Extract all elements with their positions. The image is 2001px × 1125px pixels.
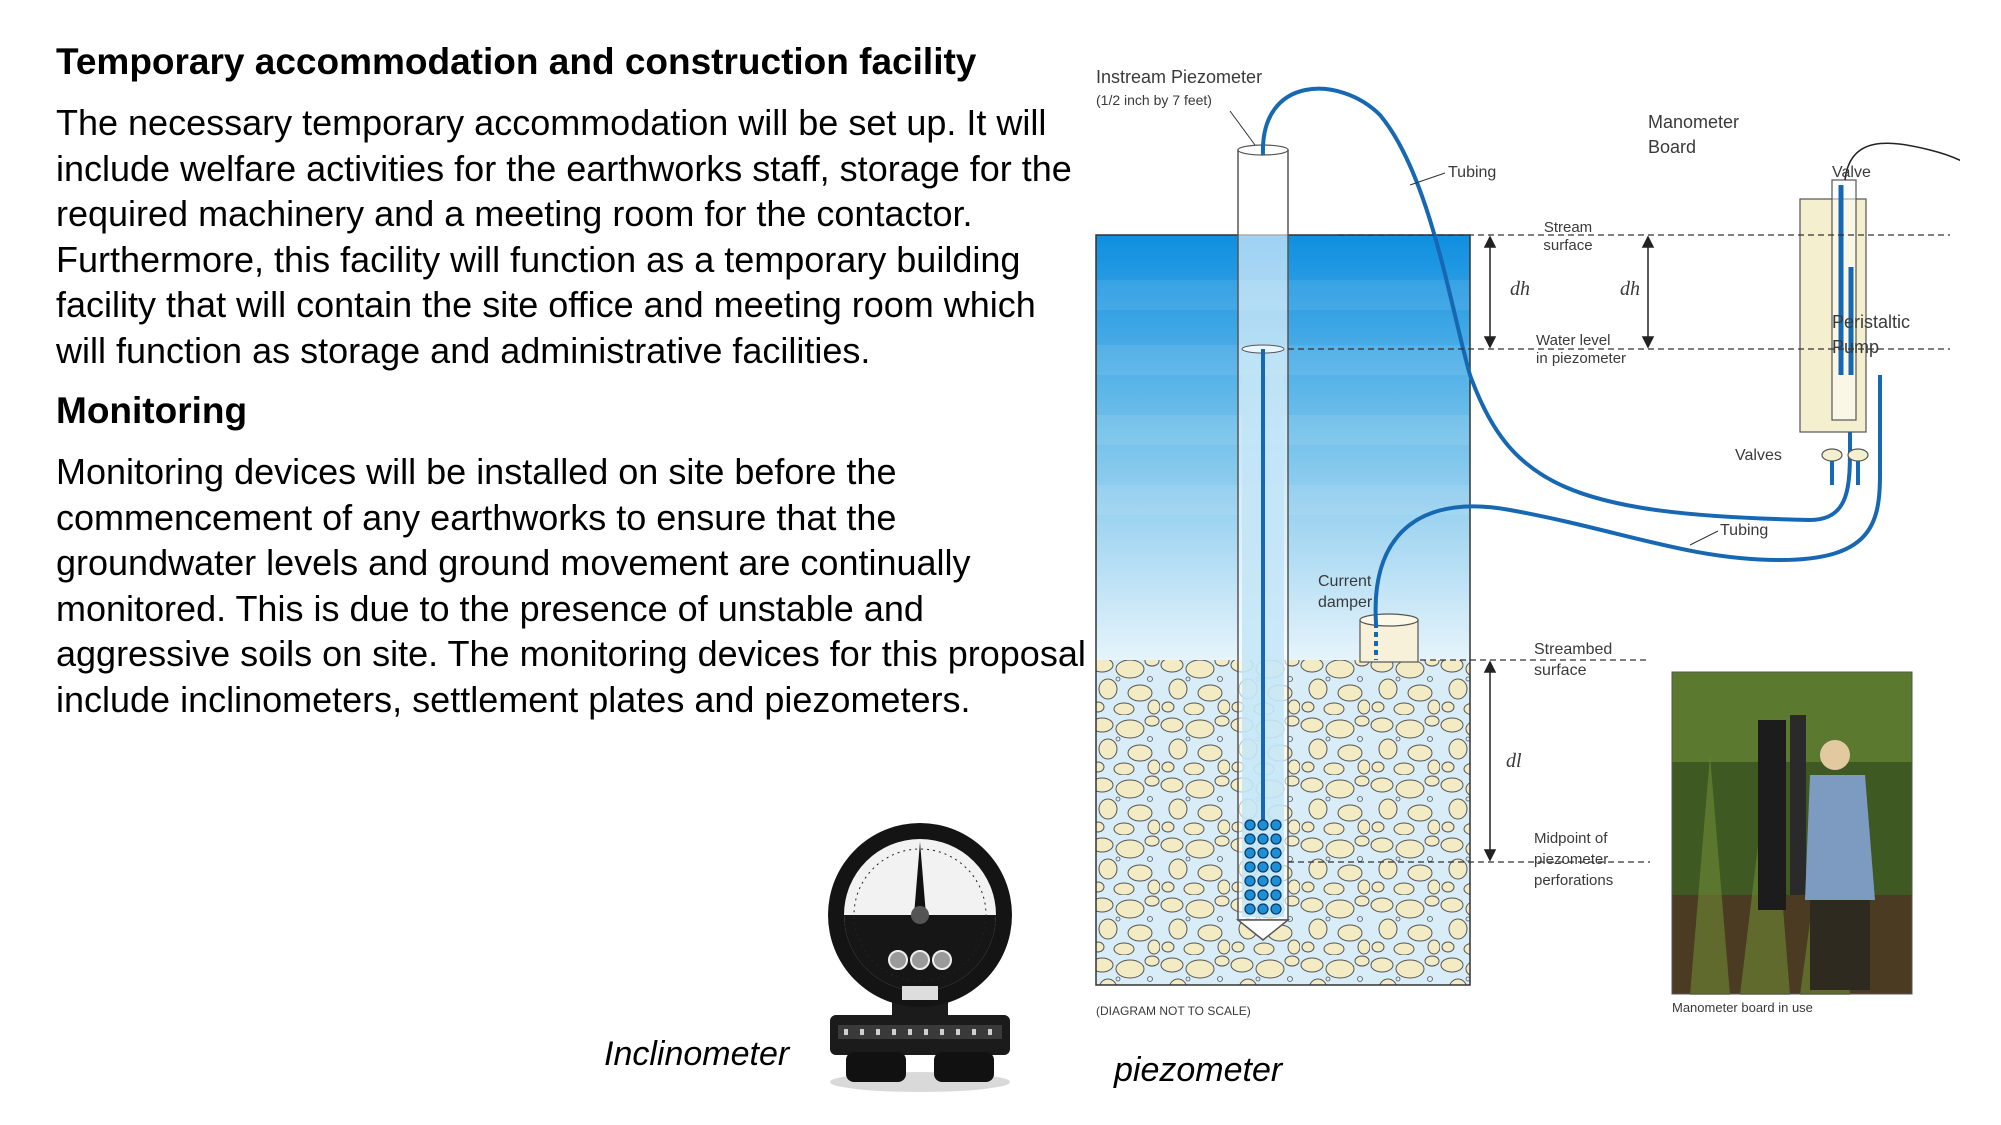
label-streambed-surface: surface (1534, 662, 1587, 679)
label-streambed: Streambed (1534, 641, 1612, 658)
label-pump: Pump (1832, 337, 1879, 357)
label-piezometer-size: (1/2 inch by 7 feet) (1096, 92, 1212, 108)
label-peristaltic: Peristaltic (1832, 312, 1910, 332)
label-dl: dl (1506, 750, 1522, 772)
label-valve: Valve (1832, 164, 1871, 181)
label-current: Current (1318, 573, 1372, 590)
tubing-piezometer (1260, 86, 1852, 523)
label-water-level: Water level (1536, 332, 1610, 349)
label-instream-piezometer: Instream Piezometer (1096, 67, 1262, 87)
section-heading-accommodation: Temporary accommodation and construction… (56, 41, 977, 82)
inclinometer-caption: Inclinometer (604, 1035, 790, 1073)
label-piezometer: piezometer (1534, 851, 1608, 868)
text-column: Temporary accommodation and construction… (56, 38, 1086, 736)
section-heading-monitoring: Monitoring (56, 390, 248, 431)
accommodation-paragraph: The necessary temporary accommodation wi… (56, 102, 1072, 371)
label-midpoint: Midpoint of (1534, 830, 1608, 847)
label-surface: surface (1543, 237, 1592, 254)
manometer-photo (1671, 671, 1913, 995)
label-not-to-scale: (DIAGRAM NOT TO SCALE) (1096, 1004, 1251, 1018)
monitoring-paragraph: Monitoring devices will be installed on … (56, 451, 1086, 720)
piezometer-caption: piezometer (1114, 1051, 1283, 1089)
label-photo-caption: Manometer board in use (1672, 1000, 1813, 1015)
label-manometer: Manometer (1648, 112, 1739, 132)
label-perforations: perforations (1534, 872, 1613, 889)
label-damper: damper (1318, 594, 1373, 611)
current-damper (1359, 619, 1419, 663)
tubing-damper (1373, 375, 1882, 624)
label-valves: Valves (1735, 447, 1782, 464)
label-tubing-bottom: Tubing (1720, 522, 1768, 539)
label-in-piezometer: in piezometer (1536, 350, 1626, 367)
label-tubing-top: Tubing (1448, 164, 1496, 181)
piezometer-perforations (1244, 819, 1282, 915)
piezometer-diagram: Instream Piezometer (1/2 inch by 7 feet)… (1095, 67, 1960, 1018)
label-dh-right: dh (1620, 278, 1640, 300)
label-board: Board (1648, 137, 1696, 157)
inclinometer-image (828, 823, 1012, 1092)
label-stream: Stream (1544, 219, 1592, 236)
label-dh-left: dh (1510, 278, 1530, 300)
